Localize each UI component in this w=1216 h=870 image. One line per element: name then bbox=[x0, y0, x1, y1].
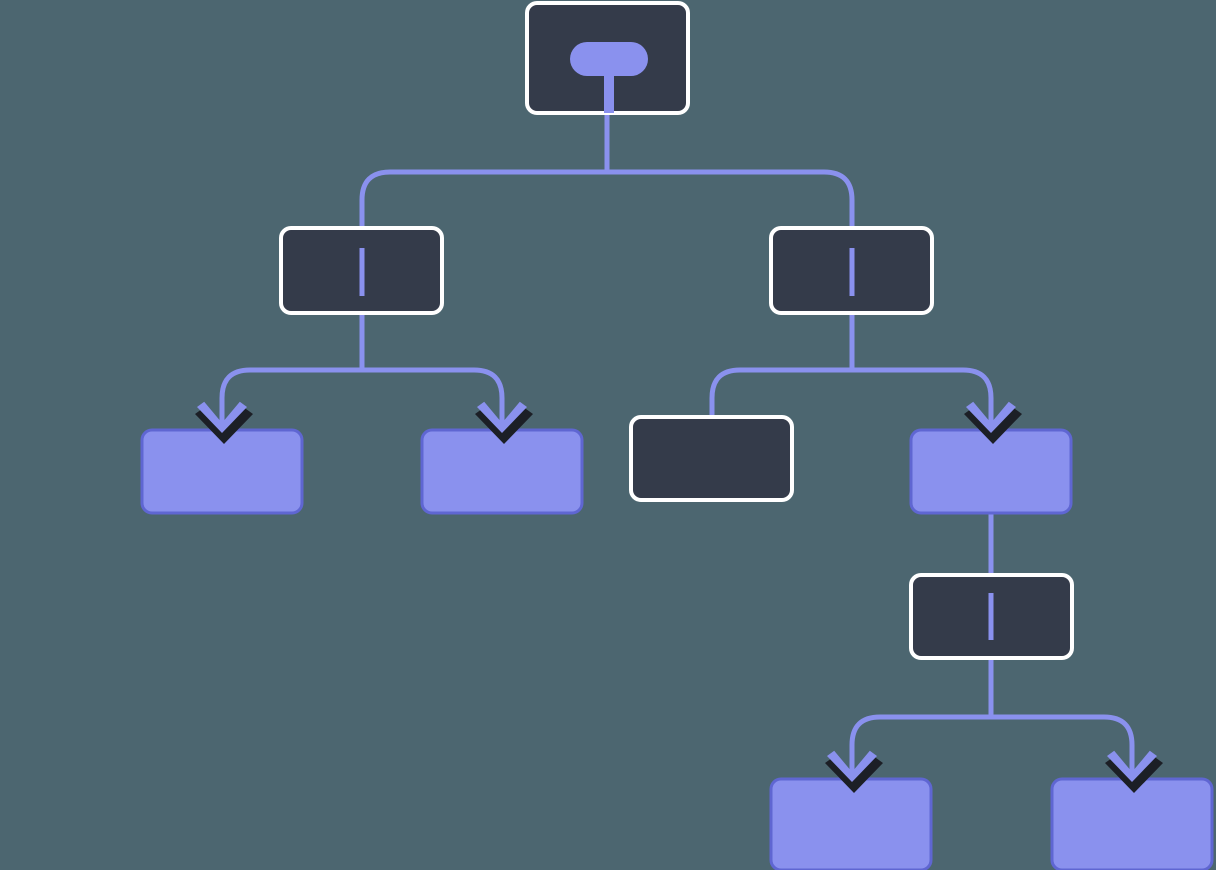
edge-level2-right-to-branch-d-arrowhead-tip bbox=[966, 401, 1016, 433]
edge-level2-right-to-branch-d-arrowhead bbox=[964, 401, 1022, 444]
edge-level2-left-to-leaf-a bbox=[219, 313, 365, 430]
edges-layer bbox=[219, 113, 1135, 779]
edge-level2-left-to-leaf-a-arrowhead-tip bbox=[197, 401, 247, 433]
edge-level4-to-leaf-e-arrowhead-tip bbox=[827, 750, 877, 782]
branch-node-d-box[interactable] bbox=[909, 428, 1073, 515]
leaf-node-e-box[interactable] bbox=[769, 777, 933, 870]
edge-level4-to-leaf-f-arrowhead bbox=[1105, 750, 1163, 793]
leaf-node-b-box[interactable] bbox=[420, 428, 584, 515]
leaf-node-e[interactable] bbox=[769, 777, 933, 870]
edge-level4-to-leaf-f-arrowhead-tip bbox=[1107, 750, 1157, 782]
edge-root-to-level2-left bbox=[359, 113, 610, 228]
nodes-layer bbox=[140, 1, 1214, 870]
leaf-node-a[interactable] bbox=[140, 428, 304, 515]
line-through-level2-right bbox=[849, 248, 855, 296]
root-node[interactable] bbox=[525, 1, 690, 115]
edge-level2-right-to-dark-leaf-c bbox=[709, 313, 855, 417]
line-through-layer bbox=[359, 248, 994, 640]
root-node-pill-stem bbox=[604, 59, 614, 113]
edge-root-to-level2-right bbox=[604, 113, 855, 228]
edge-level2-left-to-leaf-b bbox=[359, 313, 505, 430]
edge-level4-to-leaf-f bbox=[988, 658, 1135, 779]
root-node-pill bbox=[570, 42, 648, 76]
dark-leaf-node-c-box[interactable] bbox=[629, 415, 794, 502]
branch-node-d[interactable] bbox=[909, 428, 1073, 515]
edge-level2-right-to-branch-d bbox=[849, 313, 994, 430]
leaf-node-b[interactable] bbox=[420, 428, 584, 515]
line-through-level4 bbox=[988, 593, 994, 640]
edge-level4-to-leaf-e-arrowhead bbox=[825, 750, 883, 793]
edge-level2-left-to-leaf-b-arrowhead bbox=[475, 401, 533, 444]
leaf-node-f-box[interactable] bbox=[1050, 777, 1214, 870]
leaf-node-f[interactable] bbox=[1050, 777, 1214, 870]
dark-leaf-node-c[interactable] bbox=[629, 415, 794, 502]
arrowheads-layer bbox=[195, 401, 1163, 793]
line-through-level2-left bbox=[359, 248, 365, 296]
edge-level2-left-to-leaf-a-arrowhead bbox=[195, 401, 253, 444]
edge-level2-left-to-leaf-b-arrowhead-tip bbox=[477, 401, 527, 433]
leaf-node-a-box[interactable] bbox=[140, 428, 304, 515]
edge-level4-to-leaf-e bbox=[849, 658, 994, 779]
